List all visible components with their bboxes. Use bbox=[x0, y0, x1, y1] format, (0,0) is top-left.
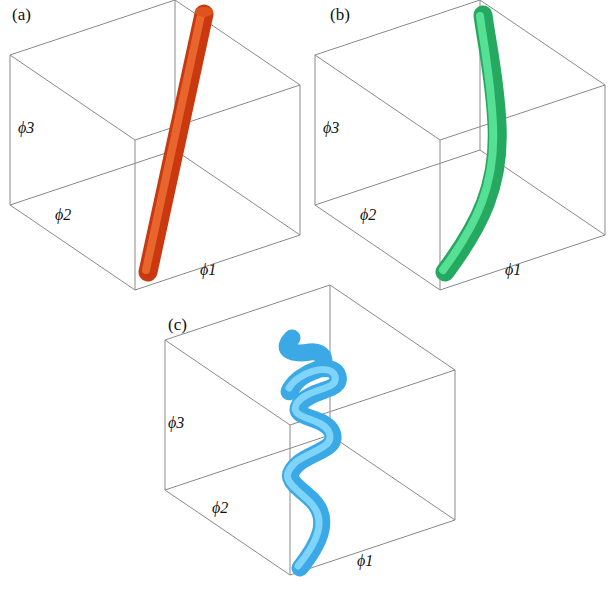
panel-label: (a) bbox=[12, 6, 31, 23]
axis-label: ϕ1 bbox=[357, 553, 373, 569]
axis-label: ϕ2 bbox=[212, 500, 228, 516]
axis-label: ϕ2 bbox=[55, 207, 71, 223]
tube-c bbox=[287, 338, 338, 568]
axis-label: ϕ1 bbox=[505, 262, 521, 278]
axis-box bbox=[10, 0, 300, 290]
axis-label: ϕ3 bbox=[168, 415, 184, 431]
tube-a bbox=[146, 7, 213, 272]
panel-label: (c) bbox=[168, 316, 187, 333]
axis-label: ϕ3 bbox=[18, 120, 34, 136]
axis-label: ϕ2 bbox=[360, 207, 376, 223]
axis-label: ϕ3 bbox=[323, 120, 339, 136]
axis-box bbox=[165, 285, 455, 575]
axis-label: ϕ1 bbox=[200, 262, 216, 278]
tube-b bbox=[443, 15, 497, 272]
panel-label: (b) bbox=[330, 6, 350, 23]
axis-box bbox=[315, 0, 605, 290]
